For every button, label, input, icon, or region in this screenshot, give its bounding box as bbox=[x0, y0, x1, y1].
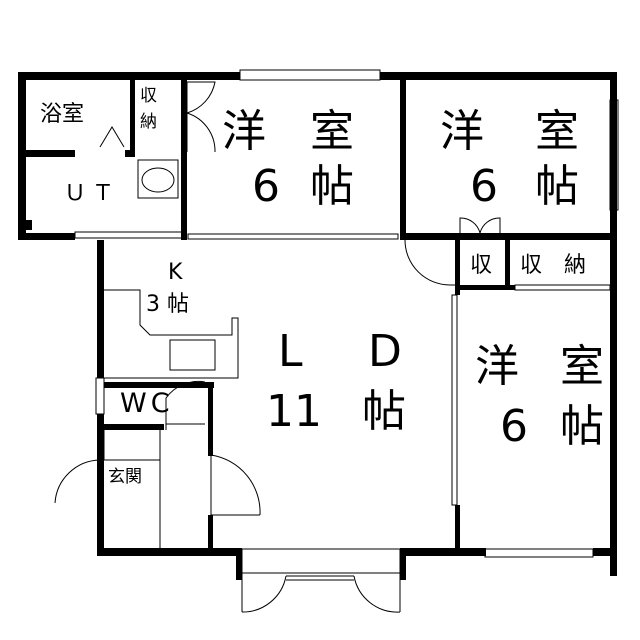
room-type-western2: 室 bbox=[535, 106, 579, 157]
room-label-storage: 収 bbox=[140, 86, 157, 106]
entrance-door-frame bbox=[241, 573, 401, 612]
sliding-door bbox=[74, 231, 186, 239]
room-type-ld: L bbox=[278, 326, 303, 377]
sliding-door bbox=[187, 233, 399, 240]
room-size-ld: 11 bbox=[266, 386, 322, 437]
window bbox=[484, 548, 594, 558]
window bbox=[239, 69, 381, 81]
sliding-door bbox=[451, 294, 458, 506]
room-type-western1: 室 bbox=[310, 106, 354, 157]
room-size-western3: 6 bbox=[500, 401, 528, 452]
room-type-western1: 洋 bbox=[222, 106, 266, 157]
room-label-ut: ＵＴ bbox=[64, 181, 121, 206]
room-type-kitchen: K bbox=[168, 260, 183, 285]
entrance-step bbox=[103, 430, 161, 548]
room-label-storage-b: 収 納 bbox=[520, 253, 587, 278]
kitchen-counter bbox=[104, 289, 239, 379]
room-size-western2: 6 bbox=[470, 161, 498, 212]
room-size-western1: 6 bbox=[252, 161, 280, 212]
walls bbox=[18, 72, 617, 580]
double-door bbox=[241, 575, 401, 613]
closet-door bbox=[185, 81, 216, 153]
bath-door bbox=[99, 126, 125, 148]
room-label-storage-a: 収 bbox=[470, 253, 493, 278]
room-label-storage: 納 bbox=[140, 112, 157, 132]
room-type-ld: D bbox=[368, 326, 402, 377]
room-size-kitchen: 3 帖 bbox=[146, 292, 189, 317]
entrance-door bbox=[54, 459, 101, 548]
room-label-wc: WC bbox=[120, 388, 174, 419]
room-size-ld: 帖 bbox=[362, 386, 406, 437]
closet-door bbox=[459, 217, 501, 234]
room-size-western1: 帖 bbox=[310, 161, 354, 212]
sliding-door bbox=[514, 284, 611, 291]
room-type-western3: 洋 bbox=[475, 341, 519, 392]
room-door bbox=[404, 239, 455, 286]
room-type-western2: 洋 bbox=[440, 106, 484, 157]
room-type-western3: 室 bbox=[560, 341, 604, 392]
room-size-western2: 帖 bbox=[535, 161, 579, 212]
wc-door bbox=[165, 380, 206, 430]
room-label-bath: 浴室 bbox=[40, 102, 85, 127]
window bbox=[241, 548, 401, 574]
washbasin bbox=[137, 159, 179, 199]
room-label-entrance: 玄関 bbox=[108, 467, 142, 487]
window bbox=[95, 377, 105, 415]
room-size-western3: 帖 bbox=[560, 401, 604, 452]
ld-door bbox=[210, 454, 261, 516]
